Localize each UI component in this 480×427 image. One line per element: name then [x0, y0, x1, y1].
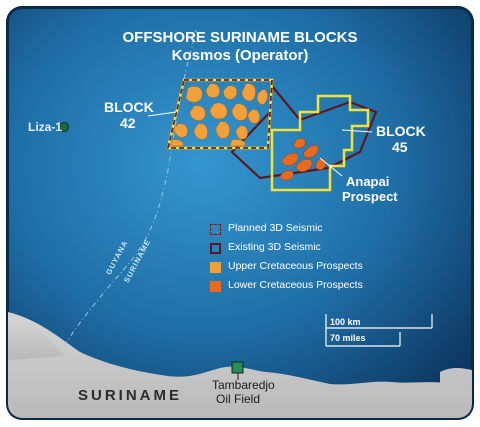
legend-swatch-upper-cretaceous [210, 262, 221, 273]
legend-swatch-existing-seismic [210, 243, 221, 254]
block-42-label-line1: BLOCK [104, 99, 154, 115]
scale-km-label: 100 km [330, 317, 361, 327]
scale-bar [325, 314, 433, 347]
scale-miles-label: 70 miles [330, 333, 366, 343]
legend-label-upper-cretaceous: Upper Cretaceous Prospects [228, 260, 363, 272]
block-45-label-line2: 45 [392, 139, 408, 155]
block-42-leader [147, 111, 177, 117]
block-45-label-line1: BLOCK [376, 123, 426, 139]
legend-label-planned-seismic: Planned 3D Seismic [228, 222, 323, 234]
anapai-label-line1: Anapai [346, 174, 390, 189]
legend-label-lower-cretaceous: Lower Cretaceous Prospects [228, 279, 363, 291]
land-suriname [8, 312, 472, 418]
map-subtitle: Kosmos (Operator) [171, 47, 309, 64]
tambaredjo-marker[interactable] [231, 361, 244, 374]
map-title: OFFSHORE SURINAME BLOCKS [122, 29, 358, 46]
block-45-outline [270, 94, 370, 192]
lower-cretaceous-prospects [279, 138, 326, 181]
land-guyana [8, 317, 66, 360]
suriname-country-label: SURINAME [78, 387, 183, 404]
legend-label-existing-seismic: Existing 3D Seismic [228, 241, 321, 253]
block-42-label-line2: 42 [120, 115, 136, 131]
legend-swatch-lower-cretaceous [210, 281, 221, 292]
land-east [440, 368, 472, 386]
anapai-leader [319, 157, 343, 177]
anapai-label-line2: Prospect [342, 189, 398, 204]
planned-seismic-area [166, 79, 273, 149]
tambaredjo-label-line1: Tambaredjo [212, 378, 275, 392]
tambaredjo-label-line2: Oil Field [215, 392, 260, 406]
block-45-leader [341, 129, 373, 133]
legend-swatch-planned-seismic [210, 224, 221, 235]
liza-1-marker[interactable] [59, 122, 69, 132]
upper-cretaceous-prospects [169, 83, 268, 147]
liza-1-label: Liza-1 [28, 120, 63, 134]
